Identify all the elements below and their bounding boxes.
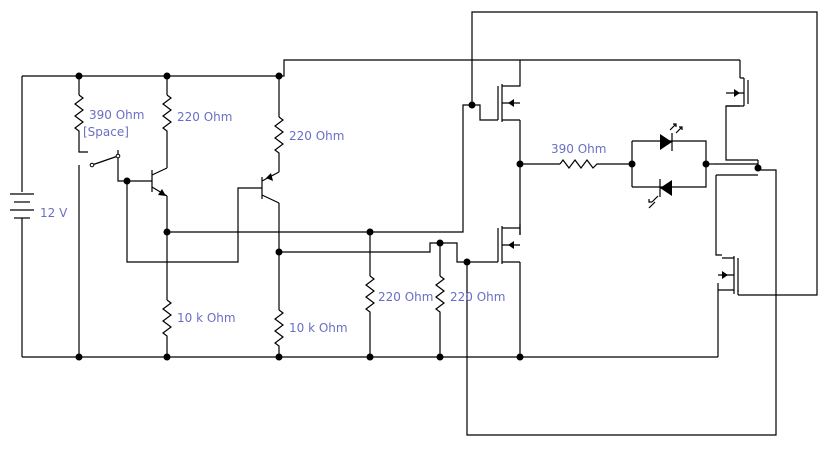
- battery-label: 12 V: [40, 206, 68, 220]
- switch: [Space]: [83, 125, 129, 168]
- switch-label: [Space]: [83, 125, 129, 139]
- resistor-220-gate2: [435, 275, 445, 314]
- resistor-10k-q1: [162, 299, 172, 340]
- led-lower: [648, 179, 672, 209]
- resistor-label: 10 k Ohm: [177, 311, 236, 325]
- resistor-10k-q2: [274, 309, 284, 348]
- resistor-label: 220 Ohm: [177, 110, 232, 124]
- resistor-label: 390 Ohm: [89, 108, 144, 122]
- resistor-label: 220 Ohm: [450, 290, 505, 304]
- transistor-q2: [261, 171, 280, 204]
- transistor-q1: [151, 167, 168, 197]
- led-upper: [660, 123, 683, 151]
- mosfet-upper-left: [497, 83, 521, 122]
- resistor-390-led: [559, 159, 600, 169]
- wires: [21, 11, 818, 436]
- mosfet-lower-left: [497, 226, 520, 264]
- resistor-220-q1: [162, 94, 172, 137]
- resistor-390-left: [74, 94, 84, 137]
- resistor-label: 390 Ohm: [551, 142, 606, 156]
- mosfet-lower-right: [718, 256, 739, 294]
- resistor-220-gate1: [365, 275, 375, 314]
- battery: 12 V: [10, 193, 68, 224]
- junctions: [75, 72, 762, 361]
- resistor-220-q2: [274, 116, 284, 155]
- mosfet-upper-right: [726, 77, 749, 107]
- resistor-label: 220 Ohm: [289, 129, 344, 143]
- resistor-label: 220 Ohm: [378, 290, 433, 304]
- resistors: 390 Ohm 220 Ohm 220 Ohm 10 k Ohm 10 k Oh…: [74, 94, 606, 348]
- resistor-label: 10 k Ohm: [289, 321, 348, 335]
